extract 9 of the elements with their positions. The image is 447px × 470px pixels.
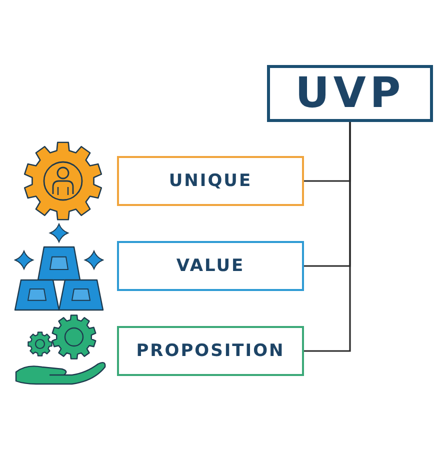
term-box	[117, 156, 304, 206]
term-text: PROPOSITION	[136, 342, 285, 360]
acronym-box	[267, 65, 433, 122]
term-text: UNIQUE	[168, 172, 252, 190]
acronym-text: UVP	[295, 70, 405, 117]
term-box	[117, 326, 304, 376]
connector-line	[304, 122, 351, 352]
term-text: VALUE	[176, 256, 245, 276]
term-box	[117, 241, 304, 291]
